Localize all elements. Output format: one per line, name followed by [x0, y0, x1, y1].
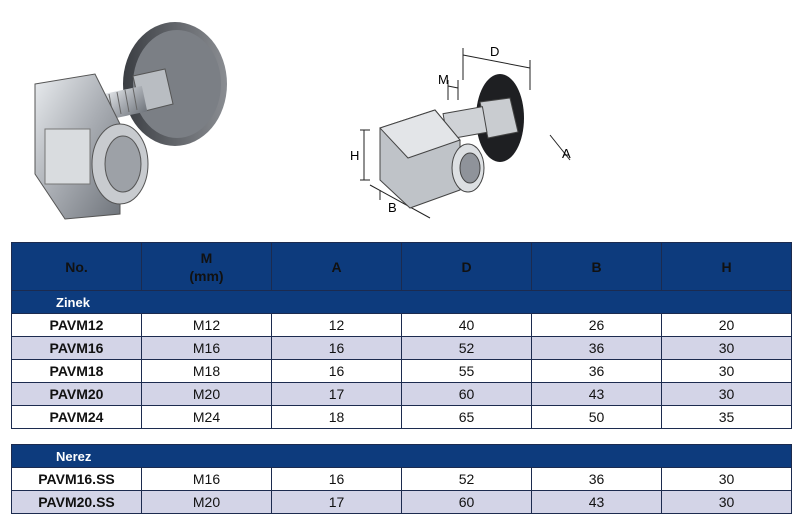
cell-b: 43 [531, 490, 662, 514]
cell-m: M16 [141, 336, 272, 360]
col-h: H [661, 242, 792, 291]
cell-h: 20 [661, 313, 792, 337]
col-b: B [531, 242, 662, 291]
cell-d: 60 [401, 382, 532, 406]
cell-b: 36 [531, 336, 662, 360]
cell-h: 30 [660, 467, 793, 491]
cell-b: 26 [531, 313, 662, 337]
table-row: PAVM24 M24 18 65 50 35 [11, 405, 792, 429]
cell-no: PAVM20 [11, 382, 142, 406]
dimension-drawing: M D A H B [350, 44, 571, 219]
cell-no: PAVM16 [11, 336, 142, 360]
cell-b: 36 [531, 467, 662, 491]
label-d: D [490, 44, 499, 59]
table-row: PAVM20.SS M20 17 60 43 30 [11, 490, 793, 514]
cell-a: 16 [271, 467, 402, 491]
col-m-line1: M [200, 249, 213, 266]
cell-a: 17 [271, 382, 402, 406]
col-m-line2: (mm) [189, 267, 224, 284]
group-label: Nerez [10, 444, 793, 468]
cell-h: 30 [661, 359, 792, 383]
table-row: PAVM18 M18 16 55 36 30 [11, 359, 792, 383]
cell-a: 16 [271, 359, 402, 383]
cell-d: 52 [401, 336, 532, 360]
cell-m: M16 [141, 467, 272, 491]
col-d: D [401, 242, 532, 291]
label-h: H [350, 148, 359, 163]
cell-no: PAVM16.SS [11, 467, 142, 491]
cell-a: 16 [271, 336, 402, 360]
cell-m: M20 [141, 490, 272, 514]
col-m: M (mm) [141, 242, 272, 291]
cell-m: M24 [141, 405, 272, 429]
cell-h: 30 [661, 336, 792, 360]
cell-d: 65 [401, 405, 532, 429]
cell-a: 12 [271, 313, 402, 337]
label-b: B [388, 200, 397, 215]
group-row-zinek: Zinek [11, 290, 792, 314]
cell-a: 17 [271, 490, 402, 514]
cell-h: 35 [661, 405, 792, 429]
cell-m: M18 [141, 359, 272, 383]
cell-d: 60 [401, 490, 532, 514]
label-m: M [438, 72, 449, 87]
cell-no: PAVM20.SS [11, 490, 142, 514]
cell-no: PAVM24 [11, 405, 142, 429]
table-row: PAVM12 M12 12 40 26 20 [11, 313, 792, 337]
cell-h: 30 [661, 382, 792, 406]
label-a: A [562, 146, 571, 161]
table-row: PAVM16.SS M16 16 52 36 30 [11, 467, 793, 491]
cell-d: 40 [401, 313, 532, 337]
spec-table-zinek: No. M (mm) A D B H Zinek PAVM12 M12 12 4… [11, 242, 792, 429]
cell-d: 55 [401, 359, 532, 383]
spec-table-nerez: Nerez PAVM16.SS M16 16 52 36 30 PAVM20.S… [10, 444, 793, 514]
col-no: No. [11, 242, 142, 291]
cell-no: PAVM12 [11, 313, 142, 337]
table-row: PAVM16 M16 16 52 36 30 [11, 336, 792, 360]
cell-a: 18 [271, 405, 402, 429]
images-area: M D A H B [0, 0, 800, 240]
cell-m: M12 [141, 313, 272, 337]
table-header-row: No. M (mm) A D B H [11, 242, 792, 291]
table-row: PAVM20 M20 17 60 43 30 [11, 382, 792, 406]
col-a: A [271, 242, 402, 291]
group-row-nerez: Nerez [10, 444, 793, 468]
cell-b: 50 [531, 405, 662, 429]
cell-m: M20 [141, 382, 272, 406]
group-label: Zinek [11, 290, 792, 314]
product-photo [34, 22, 227, 220]
cell-b: 43 [531, 382, 662, 406]
cell-b: 36 [531, 359, 662, 383]
cell-no: PAVM18 [11, 359, 142, 383]
cell-d: 52 [401, 467, 532, 491]
cell-h: 30 [660, 490, 793, 514]
